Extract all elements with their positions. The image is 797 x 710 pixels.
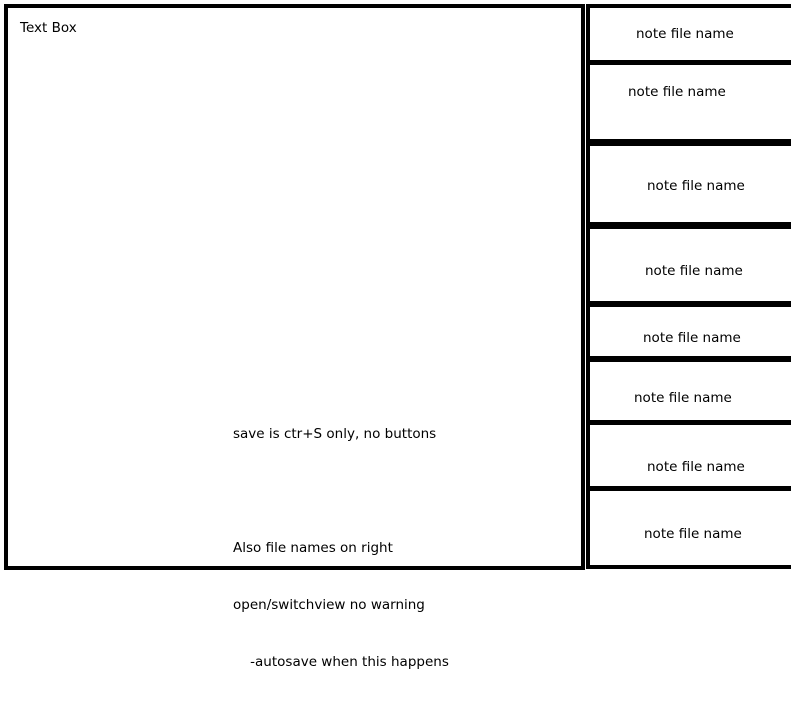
note-file-item[interactable]: note file name (586, 225, 795, 305)
annotation-line-4: -autosave when this happens (233, 654, 449, 670)
note-file-item[interactable]: note file name (586, 61, 795, 143)
note-file-name: note file name (628, 84, 726, 100)
note-file-name: note file name (647, 459, 745, 475)
annotation-line-2: Also file names on right (233, 540, 393, 556)
note-file-item[interactable]: note file name (586, 358, 795, 424)
annotation-line-3: open/switchview no warning (233, 597, 425, 613)
note-file-item[interactable]: note file name (586, 303, 795, 360)
note-file-name: note file name (647, 178, 745, 194)
annotation-line-1: save is ctr+S only, no buttons (233, 426, 437, 442)
annotation-notes: save is ctr+S only, no buttons Also file… (233, 387, 449, 710)
note-file-name: note file name (645, 263, 743, 279)
note-file-item[interactable]: note file name (586, 487, 795, 569)
note-file-item[interactable]: note file name (586, 4, 795, 64)
note-file-item[interactable]: note file name (586, 421, 795, 490)
note-file-name: note file name (636, 26, 734, 42)
text-box[interactable]: Text Box save is ctr+S only, no buttons … (4, 4, 585, 670)
right-edge-mask (791, 4, 797, 570)
note-file-name: note file name (643, 330, 741, 346)
note-file-name: note file name (644, 526, 742, 542)
note-file-name: note file name (634, 390, 732, 406)
text-box-label: Text Box (20, 20, 77, 36)
note-file-item[interactable]: note file name (586, 142, 795, 226)
